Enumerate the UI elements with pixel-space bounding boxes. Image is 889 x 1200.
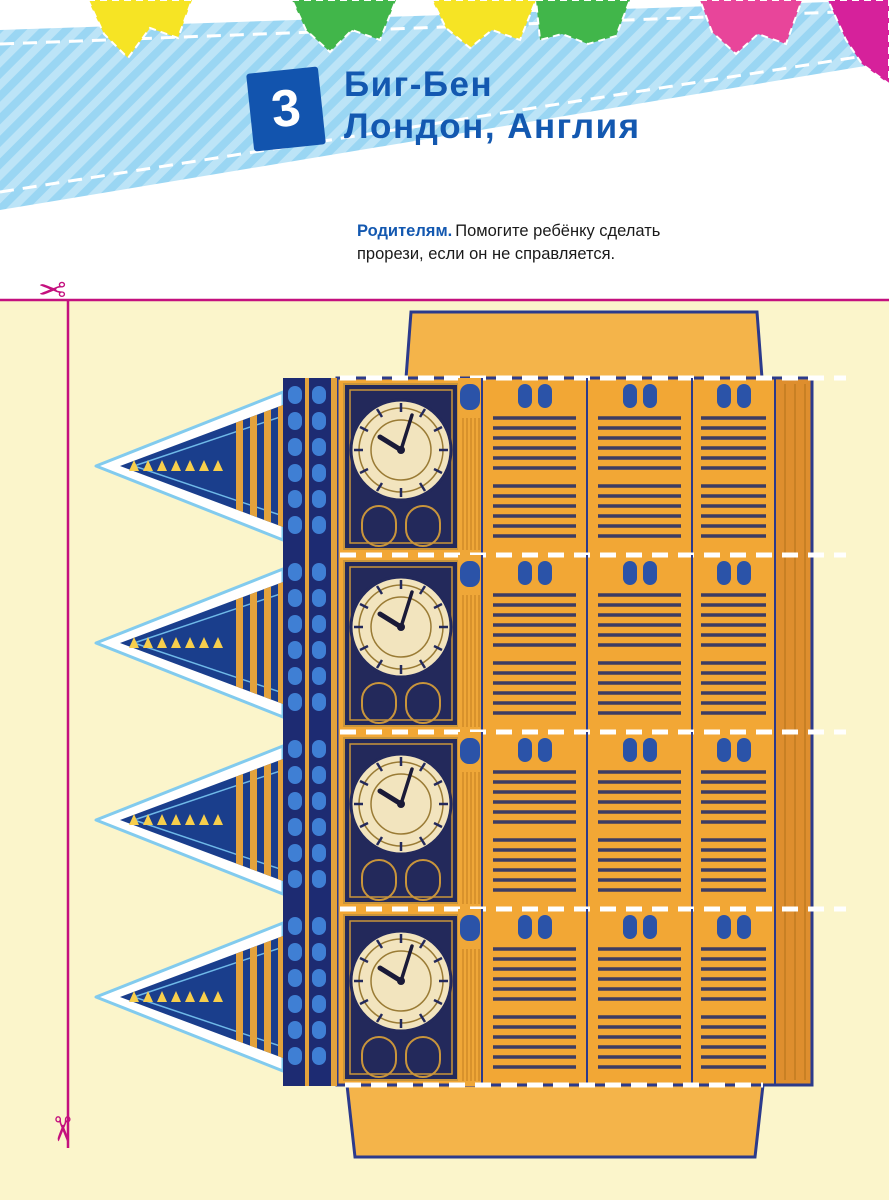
parents-note-body: Помогите ребёнку сделать прорези, если о… <box>357 222 661 264</box>
scissors-icon: ✂ <box>42 1114 81 1144</box>
title-line-1: Биг-Бен <box>344 65 494 104</box>
glue-tab-bottom <box>345 1083 765 1159</box>
page-number: 3 <box>268 78 304 140</box>
big-ben-template <box>96 310 846 1159</box>
pennant-green <box>290 0 398 54</box>
parents-note-lead: Родителям. <box>357 222 453 240</box>
glue-tab-top <box>404 310 764 380</box>
page-title: Биг-Бен Лондон, Англия <box>344 64 641 148</box>
scissors-icon: ✂ <box>38 269 67 307</box>
parents-note: Родителям.Помогите ребёнку сделать проре… <box>357 220 705 266</box>
title-line-2: Лондон, Англия <box>344 107 641 146</box>
banner-dash-line <box>0 50 889 194</box>
pennant-pink <box>826 0 889 86</box>
pennant-green <box>534 0 632 46</box>
pennant-pink <box>698 0 804 56</box>
pennant-yellow <box>430 0 538 50</box>
pennant-yellow <box>86 0 194 60</box>
banner-stripe-band <box>0 0 889 210</box>
right-edge-strip <box>774 378 811 1085</box>
page-number-badge: 3 <box>246 66 326 152</box>
top-banner <box>0 0 889 210</box>
craft-sheet <box>0 298 889 1200</box>
